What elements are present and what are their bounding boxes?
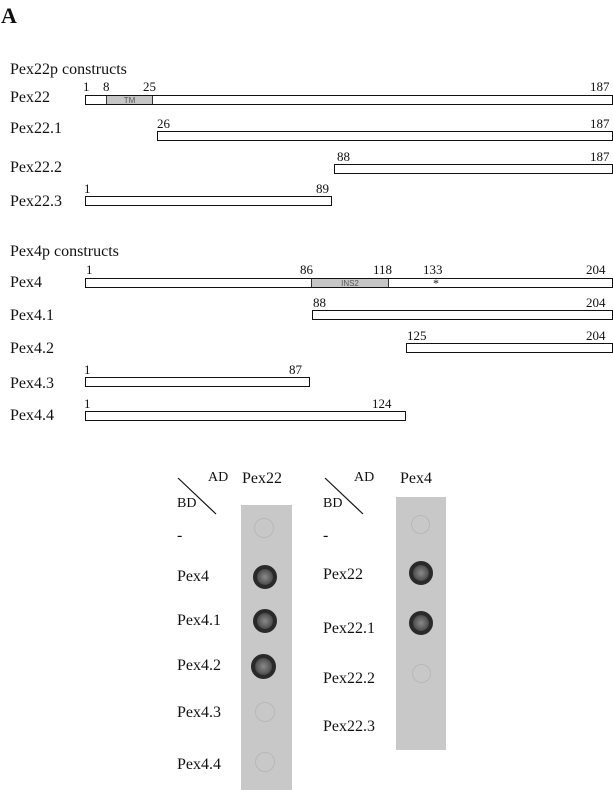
residue-number: 187 (590, 149, 610, 164)
bd-row-label: Pex4.4 (177, 756, 221, 773)
construct-bar-pex4: INS2 (85, 278, 613, 288)
panel-label: A (1, 3, 17, 28)
residue-number: 88 (337, 149, 350, 164)
bd-row-label: - (177, 527, 183, 544)
pex22-section-title: Pex22p constructs (10, 61, 127, 78)
construct-label-pex22-3: Pex22.3 (10, 193, 62, 210)
column-header-pex22: Pex22 (242, 470, 282, 487)
bd-row-label: Pex22 (323, 566, 363, 583)
colony-spot-positive (409, 561, 433, 585)
construct-bar-pex4-2 (406, 343, 613, 353)
column-header-pex4: Pex4 (400, 470, 432, 487)
residue-number: 1 (84, 181, 91, 196)
residue-number: 124 (372, 396, 392, 411)
construct-bar-pex4-4 (85, 411, 406, 421)
corner-bd-label: BD (177, 496, 197, 511)
tm-domain: TM (106, 96, 153, 105)
construct-label-pex4: Pex4 (10, 274, 42, 291)
corner-ad-label: AD (354, 470, 375, 485)
bd-row-label: Pex4.1 (177, 612, 221, 629)
construct-label-pex4-3: Pex4.3 (10, 375, 54, 392)
construct-bar-pex22: TM (85, 95, 613, 105)
residue-number: 204 (586, 262, 606, 277)
colony-spot-positive (251, 654, 276, 679)
residue-number: 133 (423, 262, 443, 277)
bd-row-label: Pex4.2 (177, 657, 221, 674)
bd-row-label: Pex4.3 (177, 704, 221, 721)
bd-row-label: Pex22.1 (323, 620, 375, 637)
corner-diagonal (324, 477, 364, 515)
corner-ad-label: AD (208, 470, 229, 485)
colony-strip-1 (241, 505, 292, 790)
colony-spot-negative (255, 752, 275, 772)
colony-spot-positive (253, 565, 277, 589)
residue-number: 125 (407, 328, 427, 343)
residue-number: 88 (313, 295, 326, 310)
colony-spot-negative (254, 518, 274, 538)
residue-number: 1 (86, 262, 93, 277)
bd-row-label: - (323, 527, 329, 544)
colony-spot-negative (411, 515, 430, 534)
residue-number: 1 (84, 396, 91, 411)
residue-number: 86 (300, 262, 313, 277)
corner-bd-label: BD (323, 496, 343, 511)
construct-label-pex4-4: Pex4.4 (10, 407, 54, 424)
residue-number: 204 (586, 328, 606, 343)
colony-spot-negative (412, 664, 431, 683)
construct-label-pex4-1: Pex4.1 (10, 307, 54, 324)
residue-number: 1 (83, 79, 90, 94)
pex4-section-title: Pex4p constructs (10, 243, 119, 260)
construct-bar-pex4-1 (312, 310, 613, 320)
construct-label-pex22: Pex22 (10, 89, 50, 106)
construct-bar-pex22-1 (157, 131, 613, 141)
colony-spot-positive (253, 609, 277, 633)
residue-number: 26 (157, 116, 170, 131)
residue-number: 8 (103, 79, 110, 94)
corner-diagonal (177, 477, 217, 515)
construct-bar-pex22-3 (85, 196, 332, 206)
residue-number: 1 (84, 362, 91, 377)
residue-number: 118 (373, 262, 393, 277)
construct-label-pex4-2: Pex4.2 (10, 340, 54, 357)
residue-number: 25 (143, 79, 156, 94)
mutation-marker: * (433, 276, 439, 290)
construct-bar-pex22-2 (334, 164, 613, 174)
ins2-domain: INS2 (311, 279, 389, 288)
colony-spot-positive (409, 611, 433, 635)
residue-number: 89 (316, 181, 329, 196)
residue-number: 187 (590, 79, 610, 94)
construct-label-pex22-2: Pex22.2 (10, 159, 62, 176)
bd-row-label: Pex4 (177, 568, 209, 585)
residue-number: 204 (586, 295, 606, 310)
bd-row-label: Pex22.3 (323, 718, 375, 735)
residue-number: 187 (590, 116, 610, 131)
colony-spot-negative (255, 702, 275, 722)
bd-row-label: Pex22.2 (323, 670, 375, 687)
construct-bar-pex4-3 (85, 377, 310, 387)
residue-number: 87 (289, 362, 302, 377)
construct-label-pex22-1: Pex22.1 (10, 120, 62, 137)
